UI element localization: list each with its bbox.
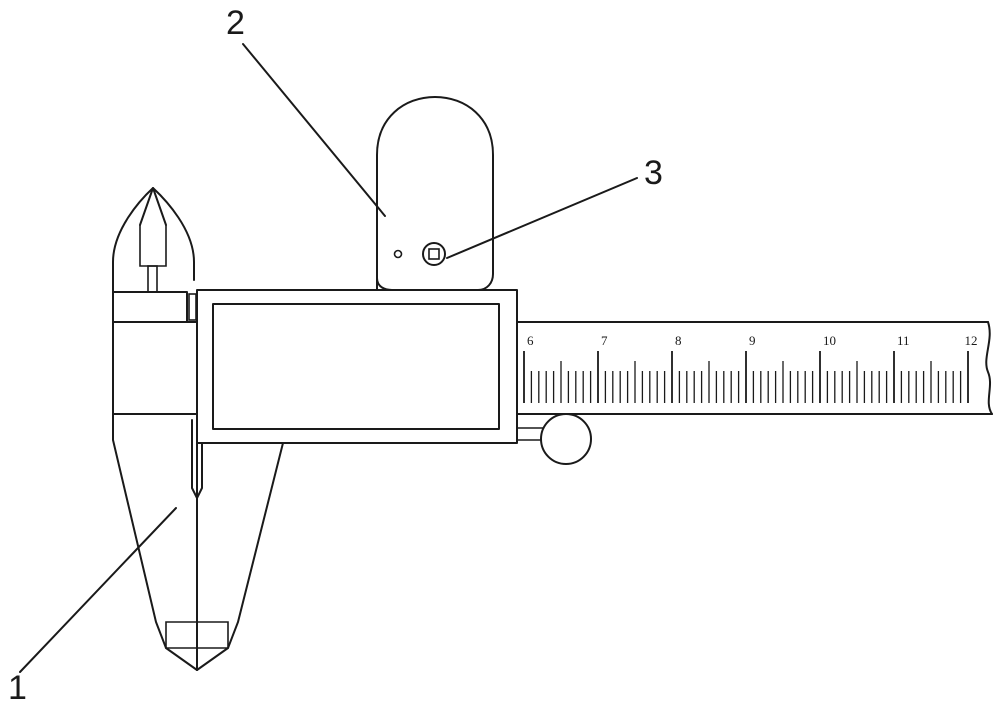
scale-number: 9 bbox=[749, 333, 756, 348]
leader-line-1 bbox=[19, 507, 177, 673]
scale-number: 11 bbox=[897, 333, 910, 348]
callout-label-3: 3 bbox=[644, 154, 663, 192]
leader-line-2 bbox=[242, 43, 386, 217]
scale-ticks bbox=[523, 351, 969, 403]
callout-label-2: 2 bbox=[226, 4, 245, 42]
scale-number: 12 bbox=[965, 333, 978, 348]
sliding-jaw bbox=[191, 419, 284, 671]
slider-body bbox=[196, 289, 518, 444]
callout-label-1: 1 bbox=[8, 669, 27, 704]
module-housing bbox=[376, 96, 494, 291]
leader-lines bbox=[19, 43, 638, 673]
scale-number: 6 bbox=[527, 333, 534, 348]
scale-number: 8 bbox=[675, 333, 682, 348]
fixed-jaw bbox=[112, 187, 229, 671]
indicator-light-icon bbox=[393, 249, 403, 259]
leader-line-3 bbox=[446, 177, 638, 259]
power-button-square-icon bbox=[428, 248, 440, 260]
power-button-icon bbox=[422, 242, 446, 266]
scale-number: 10 bbox=[823, 333, 836, 348]
thumb-wheel bbox=[517, 413, 592, 465]
scale-number: 7 bbox=[601, 333, 608, 348]
display-window bbox=[212, 303, 500, 430]
scale-labels: 6 7 8 9 10 11 12 bbox=[527, 333, 978, 348]
